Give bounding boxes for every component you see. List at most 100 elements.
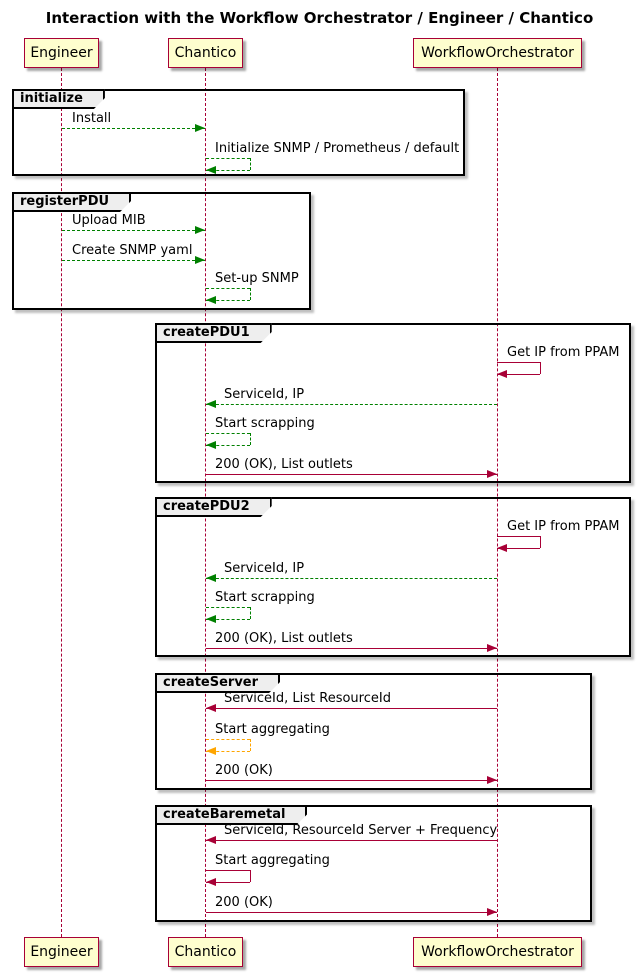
participant-label: Chantico xyxy=(174,944,237,960)
participant-label: WorkflowOrchestrator xyxy=(421,45,574,61)
message-self-line xyxy=(497,548,540,549)
message-self-line xyxy=(250,739,251,751)
message-self-line xyxy=(250,288,251,300)
message-serviceid-ip-label: ServiceId, IP xyxy=(224,387,305,402)
arrowhead-right-icon xyxy=(195,256,205,264)
message-self-line xyxy=(206,445,250,446)
arrowhead-right-icon xyxy=(487,908,497,916)
arrowhead-right-icon xyxy=(487,644,497,652)
frame-createpdu1: createPDU1 xyxy=(155,323,631,483)
message-self-line xyxy=(206,300,250,301)
message-upload-mib-line xyxy=(62,230,205,231)
arrowhead-left-icon xyxy=(206,441,216,449)
participant-engineer-top: Engineer xyxy=(24,38,99,68)
message-self-line xyxy=(250,158,251,170)
lifeline-workfloworchestrator xyxy=(497,68,498,937)
frame-createbaremetal: createBaremetal xyxy=(155,805,592,922)
arrowhead-left-icon xyxy=(206,836,216,844)
message-start-aggregating-label: Start aggregating xyxy=(215,853,330,868)
lifeline-engineer xyxy=(61,68,62,937)
participant-label: WorkflowOrchestrator xyxy=(421,944,574,960)
message-200-ok-label: 200 (OK) xyxy=(215,763,273,778)
frame-registerpdu: registerPDU xyxy=(12,192,311,310)
message-create-snmp-yaml-label: Create SNMP yaml xyxy=(72,243,193,258)
message-200-outlets-line xyxy=(206,474,497,475)
arrowhead-left-icon xyxy=(497,370,507,378)
message-200-outlets-line xyxy=(206,648,497,649)
frame-createpdu2: createPDU2 xyxy=(155,497,631,657)
frame-label-registerpdu: registerPDU xyxy=(12,192,131,212)
arrowhead-left-icon xyxy=(206,747,216,755)
frame-label-createbaremetal: createBaremetal xyxy=(155,805,307,825)
message-setup-snmp-label: Set-up SNMP xyxy=(215,271,299,286)
message-self-line xyxy=(206,607,250,608)
message-serviceid-resourceid-line xyxy=(206,708,497,709)
message-self-line xyxy=(540,536,541,548)
participant-chantico-bottom: Chantico xyxy=(168,937,243,967)
message-upload-mib-label: Upload MIB xyxy=(72,213,146,228)
frame-initialize: initialize xyxy=(12,89,465,176)
message-self-line xyxy=(206,433,250,434)
participant-workfloworchestrator-top: WorkflowOrchestrator xyxy=(413,38,582,68)
arrowhead-right-icon xyxy=(487,470,497,478)
message-self-line xyxy=(497,374,540,375)
message-create-snmp-yaml-line xyxy=(62,260,205,261)
message-200-ok-label: 200 (OK) xyxy=(215,895,273,910)
frame-label-createpdu2: createPDU2 xyxy=(155,497,272,517)
message-self-line xyxy=(250,870,251,882)
message-start-scrapping-label: Start scrapping xyxy=(215,416,315,431)
participant-workfloworchestrator-bottom: WorkflowOrchestrator xyxy=(413,937,582,967)
participant-engineer-bottom: Engineer xyxy=(24,937,99,967)
arrowhead-left-icon xyxy=(206,574,216,582)
message-self-line xyxy=(206,170,250,171)
arrowhead-left-icon xyxy=(206,400,216,408)
arrowhead-left-icon xyxy=(206,296,216,304)
arrowhead-left-icon xyxy=(206,615,216,623)
message-self-line xyxy=(250,433,251,445)
frame-label-createserver: createServer xyxy=(155,673,280,693)
message-start-aggregating-label: Start aggregating xyxy=(215,722,330,737)
message-install-line xyxy=(62,128,205,129)
message-serviceid-frequency-line xyxy=(206,840,497,841)
message-200-outlets-label: 200 (OK), List outlets xyxy=(215,457,353,472)
message-self-line xyxy=(206,739,250,740)
participant-label: Engineer xyxy=(30,45,93,61)
message-self-line xyxy=(206,288,250,289)
message-200-ok-line xyxy=(206,912,497,913)
message-self-line xyxy=(250,607,251,619)
message-serviceid-ip-label: ServiceId, IP xyxy=(224,561,305,576)
message-serviceid-frequency-label: ServiceId, ResourceId Server + Frequency xyxy=(224,823,498,838)
message-serviceid-ip-line xyxy=(206,578,497,579)
message-200-outlets-label: 200 (OK), List outlets xyxy=(215,631,353,646)
message-start-scrapping-label: Start scrapping xyxy=(215,590,315,605)
diagram-title: Interaction with the Workflow Orchestrat… xyxy=(45,9,594,27)
arrowhead-right-icon xyxy=(195,124,205,132)
message-get-ip-label: Get IP from PPAM xyxy=(507,519,620,534)
participant-label: Chantico xyxy=(174,45,237,61)
message-initialize-snmp-label: Initialize SNMP / Prometheus / default xyxy=(215,141,460,156)
arrowhead-left-icon xyxy=(497,544,507,552)
message-serviceid-ip-line xyxy=(206,404,497,405)
message-install-label: Install xyxy=(72,111,112,126)
message-self-line xyxy=(497,362,540,363)
message-200-ok-line xyxy=(206,780,497,781)
participant-label: Engineer xyxy=(30,944,93,960)
arrowhead-left-icon xyxy=(206,704,216,712)
arrowhead-left-icon xyxy=(206,166,216,174)
message-self-line xyxy=(206,619,250,620)
message-self-line xyxy=(206,158,250,159)
arrowhead-left-icon xyxy=(206,878,216,886)
message-self-line xyxy=(540,362,541,374)
arrowhead-right-icon xyxy=(487,776,497,784)
arrowhead-right-icon xyxy=(195,226,205,234)
message-self-line xyxy=(206,882,250,883)
participant-chantico-top: Chantico xyxy=(168,38,243,68)
message-get-ip-label: Get IP from PPAM xyxy=(507,345,620,360)
frame-label-initialize: initialize xyxy=(12,89,105,109)
frame-label-createpdu1: createPDU1 xyxy=(155,323,272,343)
frame-createserver: createServer xyxy=(155,673,592,790)
message-self-line xyxy=(497,536,540,537)
message-self-line xyxy=(206,751,250,752)
message-self-line xyxy=(206,870,250,871)
